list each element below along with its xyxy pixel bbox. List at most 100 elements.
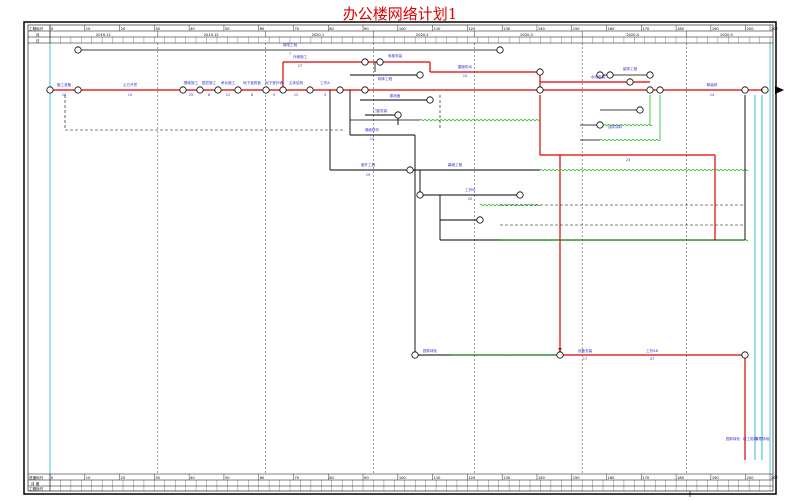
activity-label: 室外工程 [361,162,376,167]
free-float-wave [599,138,661,142]
activity-label: 幕墙工程 [448,162,463,167]
event-node [476,216,484,224]
critical-node [262,86,270,94]
tick-label: 80 [329,476,334,480]
activity-label: 3 [324,93,326,97]
month-label: 2019.12 [204,33,219,37]
activity-label: 竣工验收 [743,436,758,441]
event-node [416,71,424,79]
activity-label: 27 [298,64,303,68]
month-label: 2020.1 [312,33,325,37]
critical-node [361,86,369,94]
tick-label: 60 [260,27,265,31]
tick-label: 50 [225,476,230,480]
header-row3-label: 日 [36,39,40,43]
tick-label: 170 [642,27,650,31]
activity-label: 墙面抹灰 [365,127,380,132]
end-marker [775,86,784,94]
event-node [406,166,414,174]
activity-label: 砌体工程 [378,76,393,81]
critical-node [741,351,749,359]
activity-label: 14 [710,93,715,97]
activity-arrows [50,49,784,460]
header-row1-label: 工程标尺 [29,26,44,31]
activity-label: 承台施工 [221,80,236,85]
tick-label: 180 [677,476,685,480]
critical-node [536,68,544,76]
tick-label: 110 [434,476,442,480]
tick-label: 170 [642,476,650,480]
activity-label: 外墙施工 [293,54,308,59]
tick-label: 140 [538,476,546,480]
event-node [426,96,434,104]
activity-labels: 施工准备10土方开挖15基础施工25垫层施工8承台施工12地下室底板6地下室外墙… [57,42,770,441]
tick-label: 70 [294,476,299,480]
activity-label: 15 [128,93,133,97]
activity-label: 25 [189,93,194,97]
arrow-head [558,348,562,352]
month-label: 2020.2 [416,33,429,37]
activity-label: 8 [208,93,211,97]
footer-row1-label: 进度标尺 [29,475,44,480]
tick-label: 10 [86,476,91,480]
event-node [516,191,524,199]
event-node [416,191,424,199]
critical-node [234,86,242,94]
activity-label: 20 [468,197,473,201]
critical-node [761,86,769,94]
activity-label: 土方开挖 [123,82,138,87]
activity-label: 楼地面 [390,93,401,98]
activity-label: 电梯安装 [388,53,403,58]
event-node [411,351,419,359]
footer-row2-label: 月 度 [31,481,40,486]
activity-label: 12 [294,93,299,97]
inner-frame [27,24,774,492]
critical-node [626,78,634,86]
critical-node [74,86,82,94]
tick-label: 0 [51,476,54,480]
activity-label: 工作A [320,80,330,85]
activity-label: 17 [583,357,588,361]
free-float-wave [599,123,653,127]
activity-label: 施工准备 [57,82,72,87]
activity-label: 7 [289,52,291,56]
event-node [636,106,644,114]
critical-node [336,86,344,94]
activity-label: 园林绿化 [423,348,438,353]
activity-label: 园林绿化 [726,436,741,441]
critical-node [741,86,749,94]
critical-node [196,86,204,94]
tick-label: 0 [51,27,54,31]
tick-label: 40 [190,476,195,480]
critical-node [536,86,544,94]
critical-node [279,86,287,94]
activity-label: 工作48 [646,348,658,353]
activity-label: 水电安装 [591,74,606,79]
activity-label: 装饰工程 [623,66,638,71]
tick-label: 70 [294,27,299,31]
activity-label: 6 [251,93,254,97]
tick-label: 150 [573,27,581,31]
tick-label: 110 [434,27,442,31]
activity-label: 油漆涂料 [608,124,623,129]
tick-label: 120 [468,27,476,31]
event-node [596,71,604,79]
header-row2-label: 月 [36,32,40,37]
activity-label: 10 [62,93,67,97]
tick-label: 200 [747,476,755,480]
critical-node [646,86,654,94]
tick-label: 10 [86,27,91,31]
activity-label: 基础施工 [184,80,199,85]
activity-label: 垫层施工 [202,80,217,85]
free-float-wave [539,168,749,172]
critical-node [306,86,314,94]
tick-label: 90 [364,476,369,480]
event-node [646,71,654,79]
tick-label: 120 [468,476,476,480]
activity-label: 10 [463,74,468,78]
activity-label: 23 [626,158,631,162]
tick-label: 200 [747,27,755,31]
event-node [376,58,384,66]
month-label: 2020.4 [626,33,639,37]
activity-label: 精装修 [707,82,718,87]
